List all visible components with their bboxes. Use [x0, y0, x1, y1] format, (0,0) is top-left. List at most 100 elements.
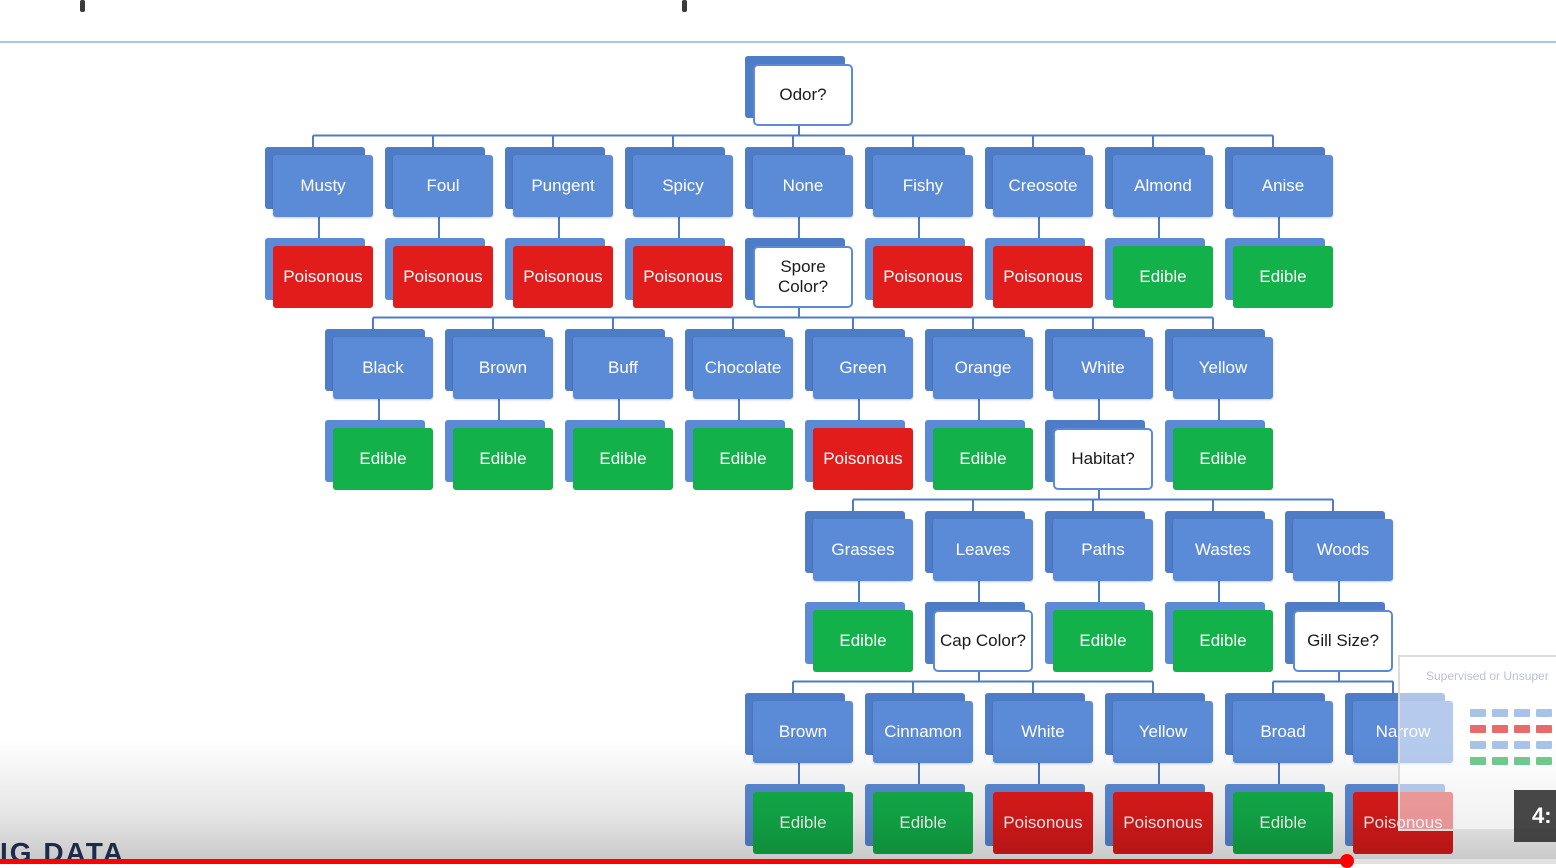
branch-node-paths: Paths [1045, 511, 1153, 581]
node-label: Orange [933, 337, 1033, 399]
question-node-spore-color: Spore Color? [745, 238, 853, 308]
node-label: Edible [333, 428, 433, 490]
node-label: Edible [1173, 610, 1273, 672]
branch-node-black: Black [325, 329, 433, 399]
scrubber-handle[interactable] [1340, 854, 1355, 868]
node-label: Poisonous [1113, 792, 1213, 854]
question-node-cap-color: Cap Color? [925, 602, 1033, 672]
preview-cell [1492, 757, 1508, 765]
node-label: Gill Size? [1293, 610, 1393, 672]
leaf-node-edible: Edible [1225, 238, 1333, 308]
node-label: Cinnamon [873, 701, 973, 763]
node-label: Poisonous [633, 246, 733, 308]
leaf-node-poisonous: Poisonous [505, 238, 613, 308]
node-label: Poisonous [513, 246, 613, 308]
leaf-node-poisonous: Poisonous [985, 784, 1093, 854]
branch-node-spicy: Spicy [625, 147, 733, 217]
node-label: None [753, 155, 853, 217]
leaf-node-poisonous: Poisonous [1105, 784, 1213, 854]
preview-cell [1536, 757, 1552, 765]
branch-node-leaves: Leaves [925, 511, 1033, 581]
preview-cell [1514, 741, 1530, 749]
preview-cell [1470, 725, 1486, 733]
node-label: Chocolate [693, 337, 793, 399]
node-label: Poisonous [993, 246, 1093, 308]
branch-node-anise: Anise [1225, 147, 1333, 217]
node-label: Wastes [1173, 519, 1273, 581]
leaf-node-edible: Edible [1105, 238, 1213, 308]
node-label: Edible [573, 428, 673, 490]
node-label: White [1053, 337, 1153, 399]
preview-cell [1492, 709, 1508, 717]
leaf-node-edible: Edible [1165, 420, 1273, 490]
channel-logo: IG DATA [0, 842, 125, 864]
branch-node-buff: Buff [565, 329, 673, 399]
branch-node-brown: Brown [445, 329, 553, 399]
question-node-gill-size: Gill Size? [1285, 602, 1393, 672]
preview-cell [1514, 725, 1530, 733]
leaf-node-poisonous: Poisonous [625, 238, 733, 308]
leaf-node-poisonous: Poisonous [385, 238, 493, 308]
preview-cell [1492, 725, 1508, 733]
preview-timestamp: 4: [1514, 790, 1556, 842]
title-divider [0, 41, 1556, 43]
node-label: Buff [573, 337, 673, 399]
node-label: Brown [453, 337, 553, 399]
preview-caption: Supervised or Unsuper [1426, 669, 1549, 683]
branch-node-yellow: Yellow [1105, 693, 1213, 763]
branch-node-foul: Foul [385, 147, 493, 217]
video-progress-bar[interactable] [0, 859, 1556, 864]
preview-cell [1492, 741, 1508, 749]
leaf-node-edible: Edible [925, 420, 1033, 490]
branch-node-green: Green [805, 329, 913, 399]
node-label: Leaves [933, 519, 1033, 581]
node-label: Odor? [753, 64, 853, 126]
node-label: Anise [1233, 155, 1333, 217]
node-label: Poisonous [873, 246, 973, 308]
node-label: Edible [1233, 246, 1333, 308]
node-label: Edible [1173, 428, 1273, 490]
branch-node-none: None [745, 147, 853, 217]
node-label: Cap Color? [933, 610, 1033, 672]
question-node-odor: Odor? [745, 56, 853, 126]
node-label: Edible [1053, 610, 1153, 672]
node-label: Poisonous [813, 428, 913, 490]
preview-cell [1470, 757, 1486, 765]
node-label: Green [813, 337, 913, 399]
leaf-node-poisonous: Poisonous [985, 238, 1093, 308]
preview-cell [1470, 709, 1486, 717]
slide-title-remnant [0, 0, 1556, 14]
branch-node-yellow: Yellow [1165, 329, 1273, 399]
branch-node-broad: Broad [1225, 693, 1333, 763]
node-label: Musty [273, 155, 373, 217]
leaf-node-poisonous: Poisonous [865, 238, 973, 308]
branch-node-wastes: Wastes [1165, 511, 1273, 581]
node-label: Yellow [1113, 701, 1213, 763]
node-label: Poisonous [993, 792, 1093, 854]
preview-cell [1536, 709, 1552, 717]
node-label: Edible [873, 792, 973, 854]
preview-cell [1536, 741, 1552, 749]
node-label: Edible [753, 792, 853, 854]
branch-node-white: White [1045, 329, 1153, 399]
preview-cell [1536, 725, 1552, 733]
node-label: Edible [453, 428, 553, 490]
branch-node-fishy: Fishy [865, 147, 973, 217]
progress-played [0, 859, 1348, 864]
node-label: Edible [813, 610, 913, 672]
node-label: Edible [693, 428, 793, 490]
node-label: Woods [1293, 519, 1393, 581]
preview-cell [1514, 757, 1530, 765]
branch-node-musty: Musty [265, 147, 373, 217]
leaf-node-edible: Edible [1165, 602, 1273, 672]
leaf-node-edible: Edible [685, 420, 793, 490]
branch-node-grasses: Grasses [805, 511, 913, 581]
node-label: Habitat? [1053, 428, 1153, 490]
node-label: Yellow [1173, 337, 1273, 399]
node-label: Edible [1233, 792, 1333, 854]
question-node-habitat: Habitat? [1045, 420, 1153, 490]
branch-node-cinnamon: Cinnamon [865, 693, 973, 763]
node-label: Paths [1053, 519, 1153, 581]
node-label: Black [333, 337, 433, 399]
